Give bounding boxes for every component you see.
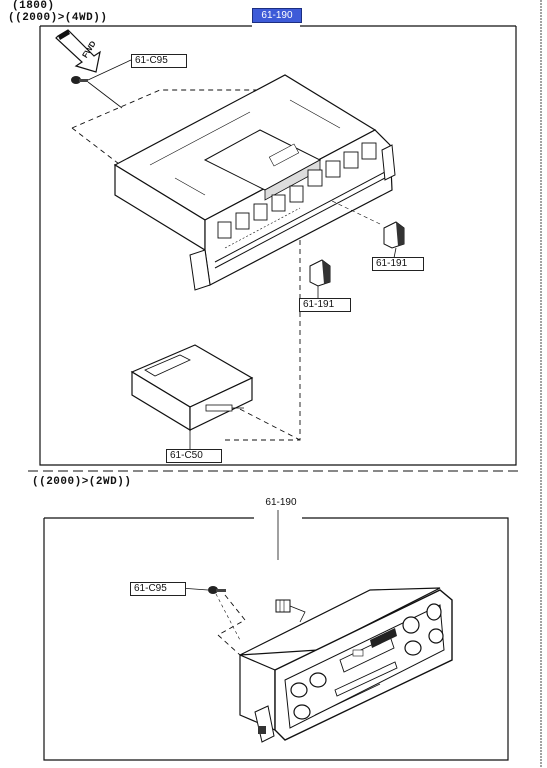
model-heading-1800: (1800) [12,0,55,12]
button-row [217,142,377,239]
lower-group [43,510,509,761]
climate-control-unit [113,74,396,291]
connector-icon [275,599,306,623]
model-heading-2000-4wd: ((2000)>(4WD)) [8,12,108,24]
bolt-icon-lower [208,586,226,594]
lower-frame [43,517,509,761]
upper-frame [39,26,517,466]
callout-knob-right[interactable]: 61-191 [372,257,424,271]
knob-left-icon [309,259,331,287]
fwd-arrow-icon [55,29,101,73]
model-heading-2000-2wd: ((2000)>(2WD)) [32,476,132,488]
climate-control-panel-lower [239,587,453,743]
callout-bolt-upper[interactable]: 61-C95 [131,54,187,68]
top-reference-badge[interactable]: 61-190 [252,8,302,23]
bolt-icon [71,76,88,84]
callout-knob-left[interactable]: 61-191 [299,298,351,312]
callout-bolt-lower[interactable]: 61-C95 [130,582,186,596]
callout-control-module[interactable]: 61-C50 [166,449,222,463]
callout-panel-lower[interactable]: 61-190 [265,497,297,508]
knob-right-icon [383,221,405,249]
control-module-icon [130,344,254,432]
upper-group [39,25,517,466]
